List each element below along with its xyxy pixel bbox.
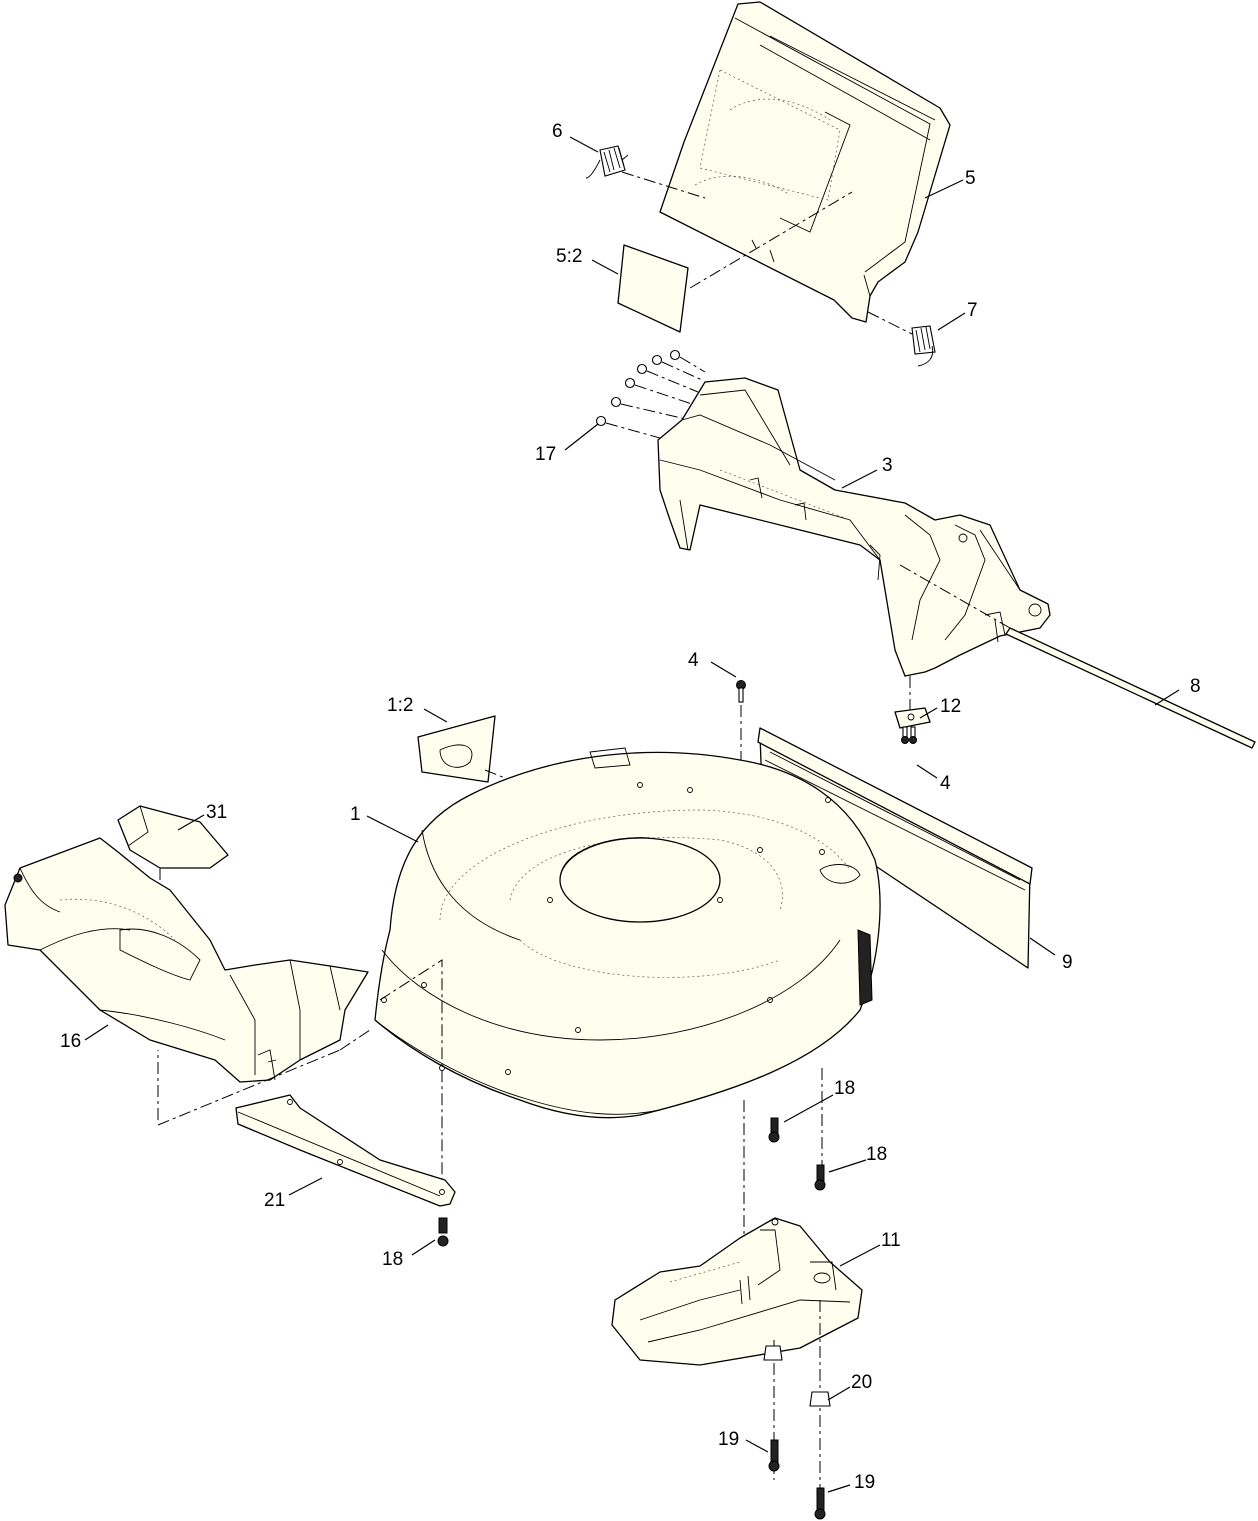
shield-bolt-right xyxy=(814,1487,826,1520)
callout-12: 12 xyxy=(940,696,961,717)
rear-rod xyxy=(1005,627,1256,749)
mower-deck xyxy=(374,747,881,1270)
rear-flap xyxy=(757,727,1033,969)
door-decal xyxy=(617,244,689,333)
deck-bolt-left xyxy=(768,1117,780,1143)
callout-8: 8 xyxy=(1190,676,1201,697)
callout-5-2: 5:2 xyxy=(556,246,582,267)
callout-19-right: 19 xyxy=(854,1472,875,1493)
spacer-left xyxy=(763,1345,783,1361)
rear-frame xyxy=(657,377,1051,712)
plate-screws xyxy=(901,726,917,744)
callout-31: 31 xyxy=(206,802,227,823)
callout-19-left: 19 xyxy=(718,1429,739,1450)
baffle xyxy=(235,1094,456,1207)
bolt-3 xyxy=(636,363,699,393)
callout-4-plate: 4 xyxy=(940,773,951,794)
shield-bolt-left xyxy=(768,1439,780,1472)
callout-20: 20 xyxy=(851,1372,872,1393)
rear-door xyxy=(621,1,951,335)
callout-1-2: 1:2 xyxy=(387,695,413,716)
side-chute xyxy=(4,837,443,1180)
bolt-6 xyxy=(595,415,661,439)
deck-decal xyxy=(417,715,496,783)
spacer-right xyxy=(809,1391,831,1407)
callout-1: 1 xyxy=(350,804,361,825)
rear-plate xyxy=(894,707,931,729)
leader-lines xyxy=(84,136,1180,1493)
callout-4-top: 4 xyxy=(688,650,699,671)
callout-7: 7 xyxy=(967,300,978,321)
bolt-2 xyxy=(651,354,703,381)
callout-18-baffle: 18 xyxy=(382,1249,403,1270)
right-spring xyxy=(911,325,936,367)
baffle-bolt xyxy=(437,1217,449,1247)
callout-6: 6 xyxy=(552,121,563,142)
callout-21: 21 xyxy=(264,1190,285,1211)
left-spring xyxy=(585,145,629,179)
wheel-shield xyxy=(611,1217,863,1520)
deck-bolt-right xyxy=(814,1164,826,1191)
callout-5: 5 xyxy=(965,168,976,189)
callout-16: 16 xyxy=(60,1031,81,1052)
callout-18-deck-right: 18 xyxy=(866,1144,887,1165)
callout-3: 3 xyxy=(882,455,893,476)
bolt-5 xyxy=(610,396,691,421)
callout-9: 9 xyxy=(1062,952,1073,973)
callout-11: 11 xyxy=(881,1230,901,1251)
mounting-bolts xyxy=(595,349,706,439)
bolt-1 xyxy=(669,349,706,373)
bolt-4 xyxy=(624,377,696,406)
callout-17: 17 xyxy=(535,444,556,465)
callout-18-deck-left: 18 xyxy=(834,1078,855,1099)
